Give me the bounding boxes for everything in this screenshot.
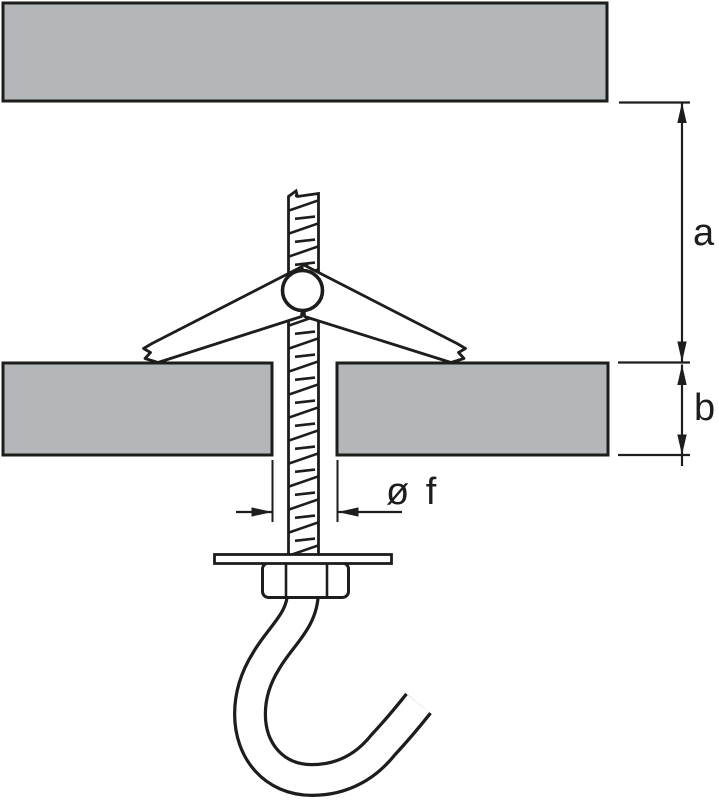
- lower-panel-right: [335, 361, 610, 457]
- dim-f-arrow-right: [251, 507, 273, 517]
- washer: [213, 553, 393, 565]
- label-panel-thickness: b: [694, 387, 715, 429]
- threaded-rod: [287, 188, 320, 556]
- dim-a-arrow-up: [677, 102, 687, 123]
- hex-nut: [261, 561, 350, 599]
- thread-hatching: [288, 191, 319, 556]
- ceiling-hook: [233, 589, 432, 797]
- dim-a-arrow-down: [677, 341, 687, 362]
- label-hole-diameter: ø f: [386, 471, 439, 513]
- dim-b-arrow-down: [677, 434, 687, 455]
- dimension-b: [618, 364, 690, 466]
- toggle-pivot: [280, 268, 325, 313]
- dimension-a: [618, 101, 690, 364]
- upper-panel: [1, 1, 609, 103]
- toggle-wing-left: [142, 262, 309, 364]
- dimension-f: [236, 460, 402, 522]
- lower-panel-left: [1, 361, 274, 457]
- dim-f-arrow-left: [337, 507, 359, 517]
- dim-b-arrow-up: [677, 364, 687, 385]
- toggle-wing-right: [300, 262, 467, 364]
- label-cavity-height: a: [693, 212, 715, 254]
